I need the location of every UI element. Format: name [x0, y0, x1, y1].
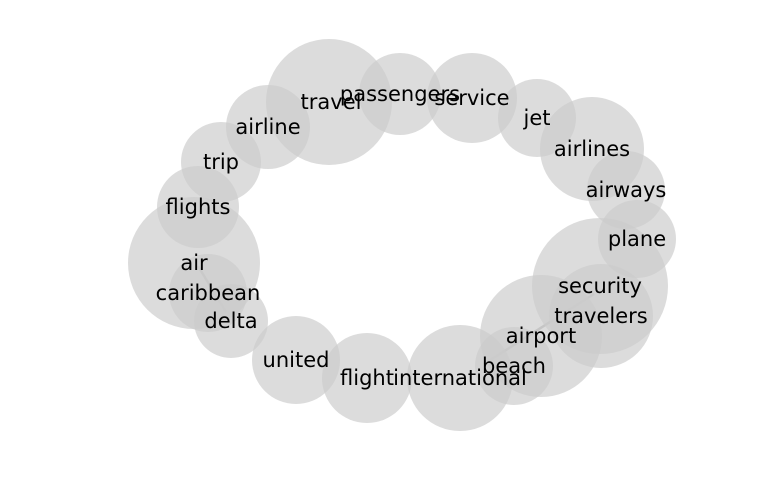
bubble-passengers — [359, 53, 441, 135]
label-flight: flight — [340, 366, 394, 390]
label-caribbean: caribbean — [156, 281, 261, 305]
label-international: international — [393, 366, 527, 390]
label-security: security — [558, 274, 642, 298]
label-plane: plane — [608, 227, 666, 251]
label-airways: airways — [586, 178, 667, 202]
label-delta: delta — [204, 309, 257, 333]
bubbles-layer — [128, 39, 676, 431]
label-flights: flights — [166, 195, 231, 219]
label-travelers: travelers — [554, 304, 647, 328]
label-airlines: airlines — [554, 137, 630, 161]
bubble-airline — [226, 85, 310, 169]
label-airport: airport — [506, 324, 576, 348]
label-jet: jet — [523, 106, 551, 130]
label-air: air — [180, 251, 208, 275]
label-travel: travel — [301, 90, 362, 114]
label-trip: trip — [203, 150, 239, 174]
label-beach: beach — [482, 354, 546, 378]
label-passengers: passengers — [340, 82, 460, 106]
bubble-flight — [322, 333, 412, 423]
label-service: service — [434, 86, 509, 110]
bubble-united — [252, 316, 340, 404]
bubble-service — [427, 53, 517, 143]
label-united: united — [263, 348, 330, 372]
bubble-international — [407, 325, 513, 431]
label-airline: airline — [235, 115, 300, 139]
